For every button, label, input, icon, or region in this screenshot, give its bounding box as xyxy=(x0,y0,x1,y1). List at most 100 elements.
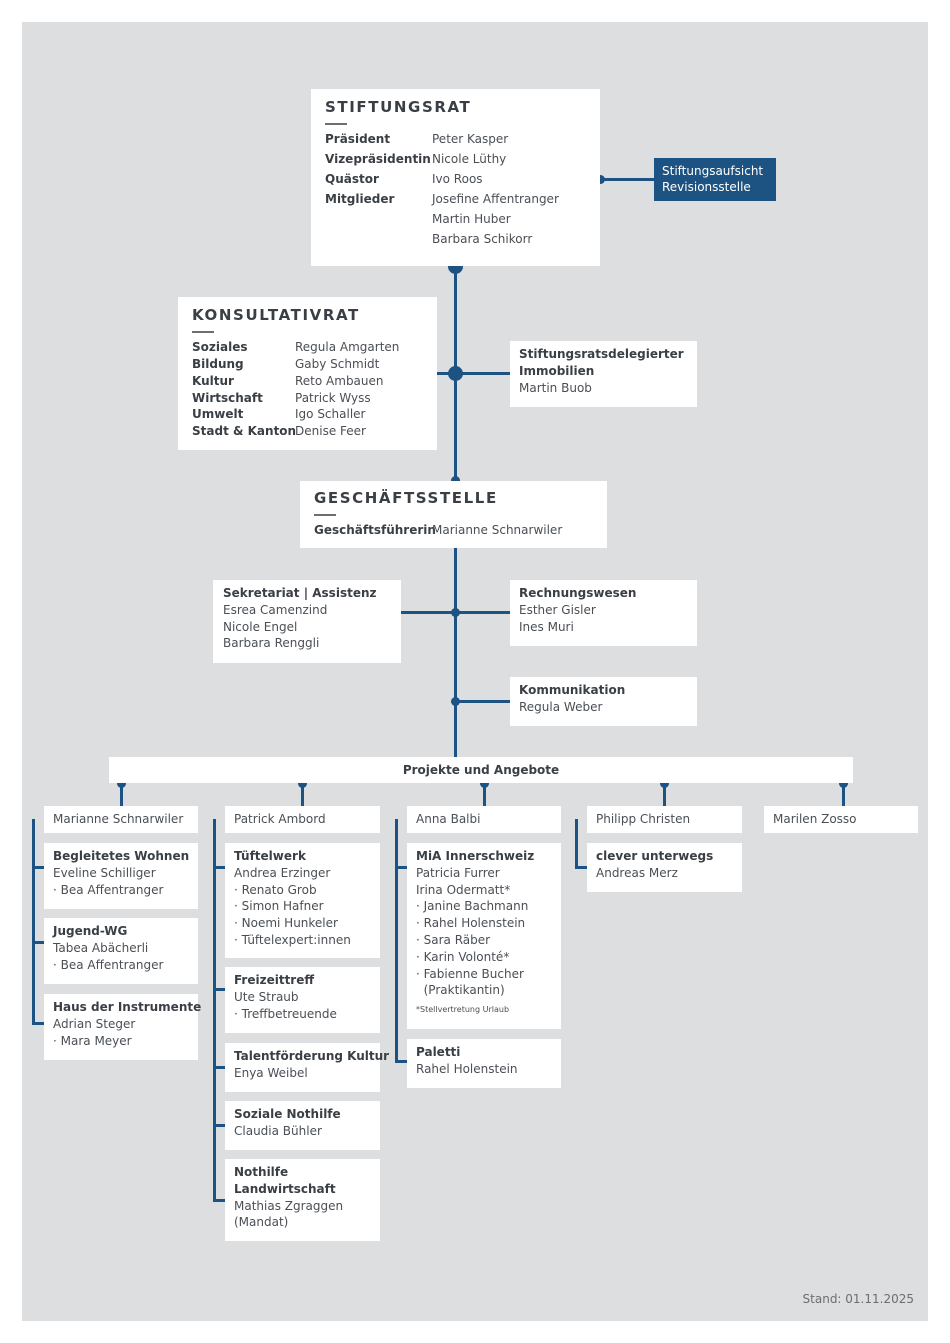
member-name: · Karin Volonté* xyxy=(416,949,510,964)
connector-line xyxy=(483,783,486,806)
column-head-name: Anna Balbi xyxy=(416,812,481,826)
member-name: Nicole Engel xyxy=(223,619,298,634)
project-title: MiA Innerschweiz xyxy=(416,849,535,863)
column-rail xyxy=(575,866,587,869)
member-name: Igo Schaller xyxy=(295,407,366,422)
project-title: Talentförderung Kultur xyxy=(234,1049,390,1063)
connector-dot xyxy=(451,697,460,706)
role-label: Quästor xyxy=(325,172,379,187)
member-name: Andrea Erzinger xyxy=(234,865,331,880)
member-name: · Treffbetreuende xyxy=(234,1006,337,1021)
connector-line xyxy=(663,783,666,806)
project-box: clever unterwegs Andreas Merz xyxy=(587,843,742,892)
member-name: Denise Feer xyxy=(295,424,366,439)
geschaeftsstelle-row: Geschäftsführerin Marianne Schnarwiler xyxy=(314,522,593,539)
konsultativrat-members: Soziales Regula Amgarten Bildung Gaby Sc… xyxy=(192,339,423,440)
member-name: · Mara Meyer xyxy=(53,1033,132,1048)
delegierter-title: Immobilien xyxy=(519,363,595,378)
rechnungswesen-title: Rechnungswesen xyxy=(519,586,637,600)
aufsicht-line: Revisionsstelle xyxy=(662,180,751,194)
member-name: Tabea Abächerli xyxy=(53,940,149,955)
column-rail xyxy=(395,866,407,869)
project-box: Jugend-WG Tabea Abächerli · Bea Affentra… xyxy=(44,918,198,984)
member-name: · Bea Affentranger xyxy=(53,957,164,972)
connector-dot xyxy=(451,476,460,485)
title-rule xyxy=(314,513,336,517)
project-title: Jugend-WG xyxy=(53,924,128,938)
project-title: clever unterwegs xyxy=(596,849,714,863)
sekretariat-title: Sekretariat | Assistenz xyxy=(223,586,377,600)
connector-dot xyxy=(448,366,463,381)
stiftungsrat-title: STIFTUNGSRAT xyxy=(325,98,472,116)
project-box: MiA Innerschweiz Patricia Furrer Irina O… xyxy=(407,843,561,1029)
role-label: Präsident xyxy=(325,132,391,147)
column-head: Marilen Zosso xyxy=(764,806,918,833)
member-name: Regula Amgarten xyxy=(295,340,400,355)
connector-dot xyxy=(117,779,126,788)
member-name: Regula Weber xyxy=(519,699,603,714)
member-name: Reto Ambauen xyxy=(295,373,384,388)
connector-line xyxy=(120,783,123,806)
stiftungsrat-members: Präsident Peter Kasper Vizepräsidentin N… xyxy=(325,131,586,248)
column-head: Anna Balbi xyxy=(407,806,561,833)
role-label: Geschäftsführerin xyxy=(314,523,436,538)
column-head: Patrick Ambord xyxy=(225,806,380,833)
connector-dot xyxy=(839,779,848,788)
kommunikation-box: Kommunikation Regula Weber xyxy=(510,677,697,726)
member-name: Andreas Merz xyxy=(596,865,678,880)
footnote: *Stellvertretung Urlaub xyxy=(416,1005,510,1015)
project-box: Nothilfe Landwirtschaft Mathias Zgraggen… xyxy=(225,1159,380,1241)
member-name: Gaby Schmidt xyxy=(295,357,380,372)
column-rail xyxy=(213,1124,225,1127)
member-name: Esrea Camenzind xyxy=(223,602,328,617)
connector-dot xyxy=(660,779,669,788)
role-label: Vizepräsidentin xyxy=(325,152,431,167)
project-title: Freizeittreff xyxy=(234,973,315,987)
member-name: · Rahel Holenstein xyxy=(416,916,526,931)
project-box: Freizeittreff Ute Straub · Treffbetreuen… xyxy=(225,967,380,1033)
title-rule xyxy=(325,122,347,126)
column-rail xyxy=(32,1022,44,1025)
column-rail xyxy=(32,941,44,944)
project-title: Begleitetes Wohnen xyxy=(53,849,190,863)
member-name: · Simon Hafner xyxy=(234,899,324,914)
connector-line xyxy=(455,700,510,703)
member-name: Eveline Schilliger xyxy=(53,865,156,880)
project-box: Haus der Instrumente Adrian Steger · Mar… xyxy=(44,994,202,1060)
column-head: Marianne Schnarwiler xyxy=(44,806,198,833)
project-box: Soziale Nothilfe Claudia Bühler xyxy=(225,1101,380,1150)
column-head-name: Marilen Zosso xyxy=(773,812,857,826)
column-rail xyxy=(213,819,216,1202)
project-title: Tüftelwerk xyxy=(234,849,306,863)
connector-line xyxy=(454,548,457,757)
project-title: Haus der Instrumente xyxy=(53,1000,202,1014)
member-name: Ines Muri xyxy=(519,619,574,634)
column-head-name: Patrick Ambord xyxy=(234,812,326,826)
kommunikation-title: Kommunikation xyxy=(519,683,626,697)
member-name: Patrick Wyss xyxy=(295,390,371,405)
member-name: Josefine Affentranger xyxy=(432,192,559,207)
projekte-bar: Projekte und Angebote xyxy=(109,757,853,783)
project-title: Paletti xyxy=(416,1045,461,1059)
role-label: Umwelt xyxy=(192,407,244,422)
member-name: Ute Straub xyxy=(234,989,299,1004)
connector-line xyxy=(842,783,845,806)
delegierter-box: Stiftungsratsdelegierter Immobilien Mart… xyxy=(510,341,697,407)
member-name: Ivo Roos xyxy=(432,172,483,187)
aufsicht-box: Stiftungsaufsicht Revisionsstelle xyxy=(654,158,776,201)
stiftungsrat-box: STIFTUNGSRAT Präsident Peter Kasper Vize… xyxy=(311,89,600,266)
delegierter-name: Martin Buob xyxy=(519,380,592,395)
geschaeftsstelle-box: GESCHÄFTSSTELLE Geschäftsführerin Marian… xyxy=(300,481,607,548)
geschaeftsstelle-title: GESCHÄFTSSTELLE xyxy=(314,489,498,507)
project-box: Talentförderung Kultur Enya Weibel xyxy=(225,1043,390,1092)
member-name: · Tüftelexpert:innen xyxy=(234,932,351,947)
role-label: Soziales xyxy=(192,340,248,355)
connector-dot xyxy=(298,779,307,788)
connector-dot xyxy=(451,608,460,617)
title-rule xyxy=(192,330,214,334)
connector-line xyxy=(301,783,304,806)
project-title: Soziale Nothilfe xyxy=(234,1107,341,1121)
column-rail xyxy=(213,1066,225,1069)
column-rail xyxy=(32,819,35,1025)
column-rail xyxy=(213,866,225,869)
